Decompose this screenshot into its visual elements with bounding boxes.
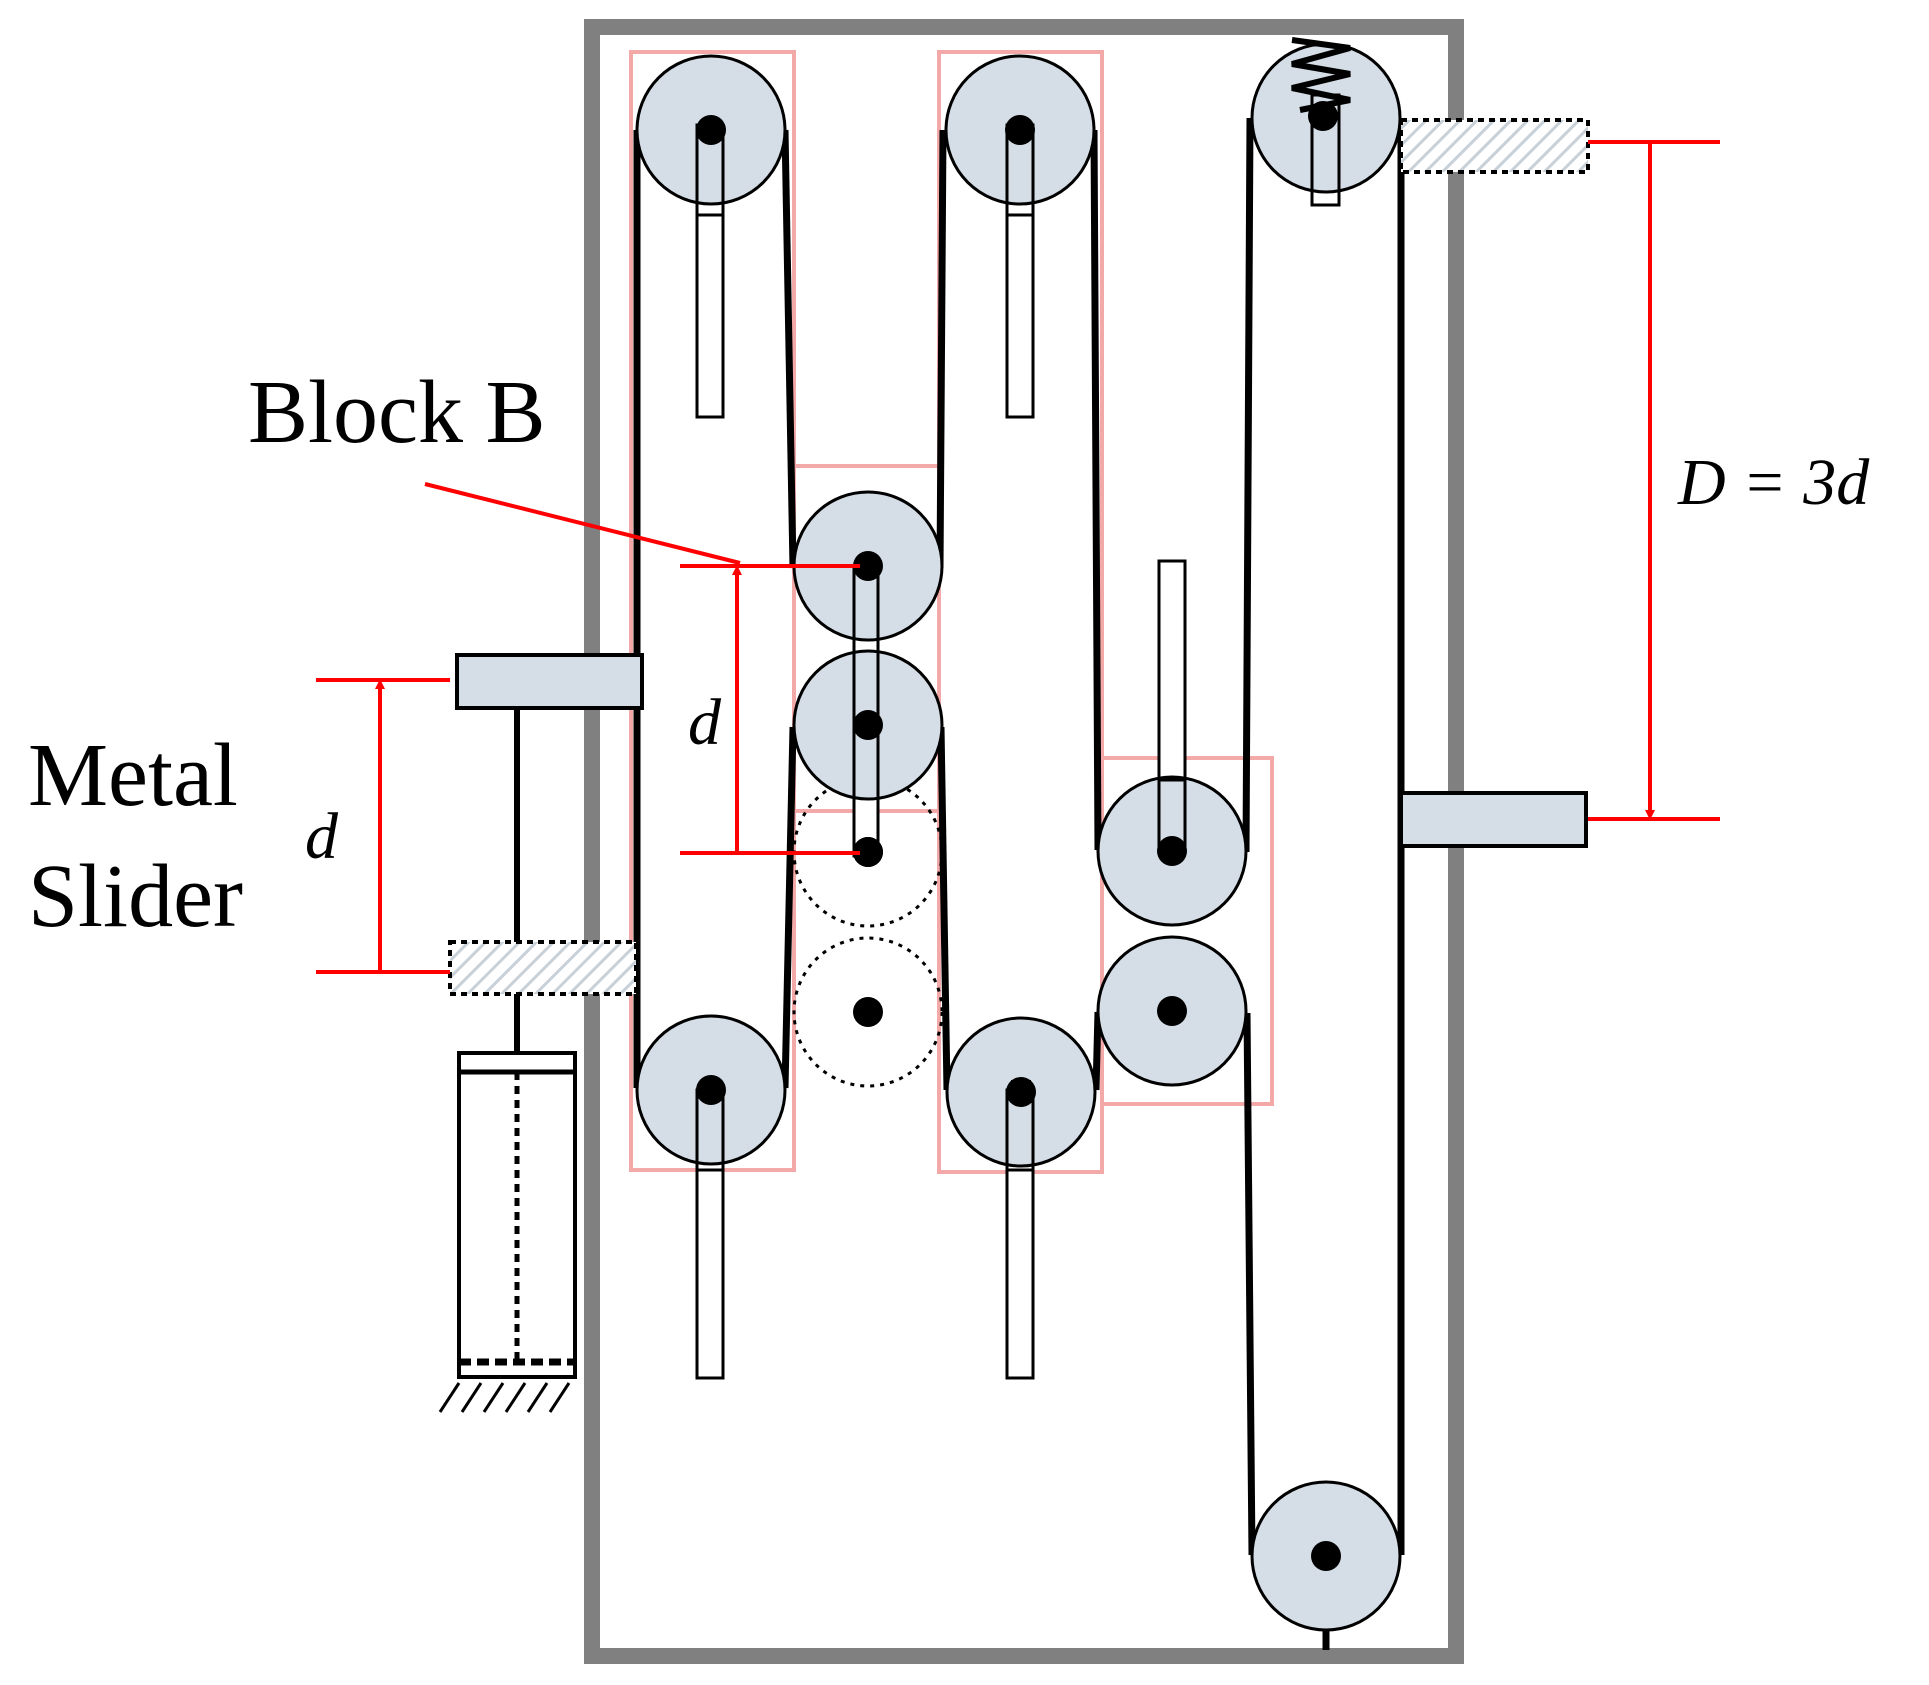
block-gap-label: d — [688, 686, 722, 759]
axle-bottom-right — [1311, 1541, 1341, 1571]
highlight-box-right-group — [1100, 756, 1274, 1106]
metal-slider-top-plate — [455, 653, 644, 710]
metal-slider-label-line1: Metal — [28, 726, 238, 825]
ghost-pulley-lower-axle — [853, 997, 883, 1027]
ghost-pulley-lower — [792, 936, 944, 1088]
axle-block-b-ghost — [853, 837, 883, 867]
dimension-lines — [316, 140, 1720, 974]
metal-slider-hatched-block — [448, 940, 638, 996]
axle-block-b-upper — [853, 551, 883, 581]
axle-right-group-lower — [1157, 996, 1187, 1026]
big-gap-label: D = 3d — [1677, 446, 1870, 519]
axles — [696, 101, 1341, 1571]
right-slider-block — [1399, 791, 1588, 848]
metal-slider-assembly — [438, 653, 644, 1413]
axle-block-b-lower — [853, 710, 883, 740]
axle-right-group-upper — [1157, 836, 1187, 866]
metal-slider-label-line2: Slider — [28, 847, 243, 946]
hatched-attachment-top-right — [1399, 118, 1590, 174]
block-b-label: Block B — [248, 363, 546, 462]
ground-hatch-icon — [438, 1382, 571, 1413]
axle-bottom-left — [696, 1075, 726, 1105]
spring-icon — [1291, 37, 1351, 113]
block-b-leader — [424, 482, 741, 565]
slider-gap-label: d — [305, 800, 339, 873]
